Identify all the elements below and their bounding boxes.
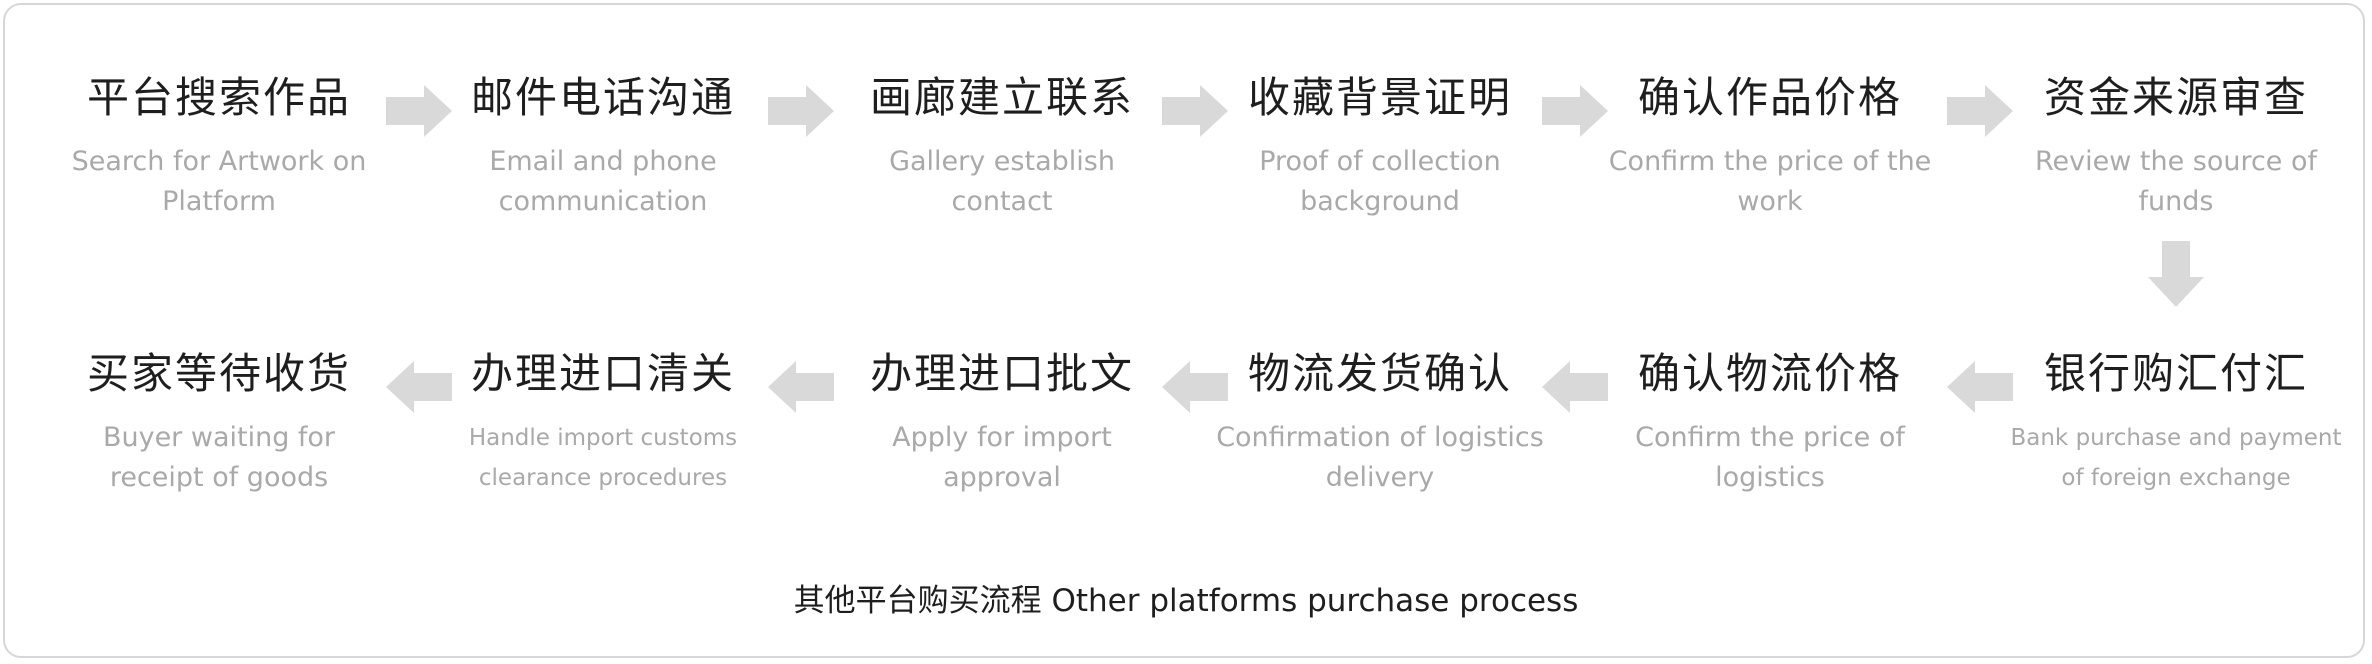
step-logistics-delivery: 物流发货确认 Confirmation of logistics deliver… [1200, 348, 1560, 498]
step-bank-exchange: 银行购汇付汇 Bank purchase and payment of fore… [1996, 348, 2356, 498]
step-collection-proof: 收藏背景证明 Proof of collection background [1200, 72, 1560, 222]
step-desc-en: Gallery establish contact [889, 146, 1115, 217]
step-title-cn: 平台搜索作品 [86, 73, 351, 122]
step-desc-en: Apply for import approval [892, 422, 1112, 493]
step-title-cn: 收藏背景证明 [1247, 73, 1512, 122]
arrow-right-icon [1162, 85, 1228, 137]
step-confirm-logistics-price: 确认物流价格 Confirm the price of logistics [1590, 348, 1950, 498]
arrow-right-icon [1542, 85, 1608, 137]
step-title-cn: 物流发货确认 [1247, 349, 1512, 398]
step-import-approval: 办理进口批文 Apply for import approval [822, 348, 1182, 498]
step-confirm-work-price: 确认作品价格 Confirm the price of the work [1590, 72, 1950, 222]
step-search-artwork: 平台搜索作品 Search for Artwork on Platform [39, 72, 399, 222]
step-title-cn: 办理进口批文 [869, 349, 1134, 398]
step-desc-en: Handle import customs clearance procedur… [468, 425, 738, 491]
arrow-left-icon [1162, 361, 1228, 413]
arrow-right-icon [386, 85, 452, 137]
step-title-cn: 资金来源审查 [2043, 73, 2308, 122]
step-desc-en: Confirm the price of logistics [1635, 422, 1905, 493]
diagram-caption: 其他平台购买流程 Other platforms purchase proces… [793, 583, 1579, 619]
arrow-right-icon [768, 85, 834, 137]
step-title-cn: 确认作品价格 [1637, 73, 1902, 122]
step-desc-en: Review the source of funds [2034, 146, 2318, 217]
step-desc-en: Search for Artwork on Platform [71, 146, 367, 217]
arrow-left-icon [1947, 361, 2013, 413]
step-desc-en: Proof of collection background [1259, 146, 1501, 217]
arrow-left-icon [768, 361, 834, 413]
step-title-cn: 确认物流价格 [1637, 349, 1902, 398]
step-desc-en: Email and phone communication [489, 146, 717, 217]
step-title-cn: 银行购汇付汇 [2043, 349, 2308, 398]
step-desc-en: Confirmation of logistics delivery [1216, 422, 1544, 493]
step-title-cn: 办理进口清关 [470, 349, 735, 398]
step-buyer-waiting: 买家等待收货 Buyer waiting for receipt of good… [39, 348, 399, 498]
step-email-phone: 邮件电话沟通 Email and phone communication [423, 72, 783, 222]
step-customs-clearance: 办理进口清关 Handle import customs clearance p… [423, 348, 783, 498]
step-title-cn: 买家等待收货 [86, 349, 351, 398]
arrow-left-icon [386, 361, 452, 413]
step-gallery-contact: 画廊建立联系 Gallery establish contact [822, 72, 1182, 222]
arrow-right-icon [1947, 85, 2013, 137]
step-title-cn: 邮件电话沟通 [470, 73, 735, 122]
arrow-down-icon [2148, 241, 2204, 307]
step-desc-en: Bank purchase and payment of foreign exc… [2010, 425, 2342, 491]
step-desc-en: Buyer waiting for receipt of goods [102, 422, 336, 493]
step-desc-en: Confirm the price of the work [1608, 146, 1932, 217]
diagram-frame: 平台搜索作品 Search for Artwork on Platform 邮件… [3, 3, 2365, 658]
step-title-cn: 画廊建立联系 [869, 73, 1134, 122]
step-funds-review: 资金来源审查 Review the source of funds [1996, 72, 2356, 222]
arrow-left-icon [1542, 361, 1608, 413]
